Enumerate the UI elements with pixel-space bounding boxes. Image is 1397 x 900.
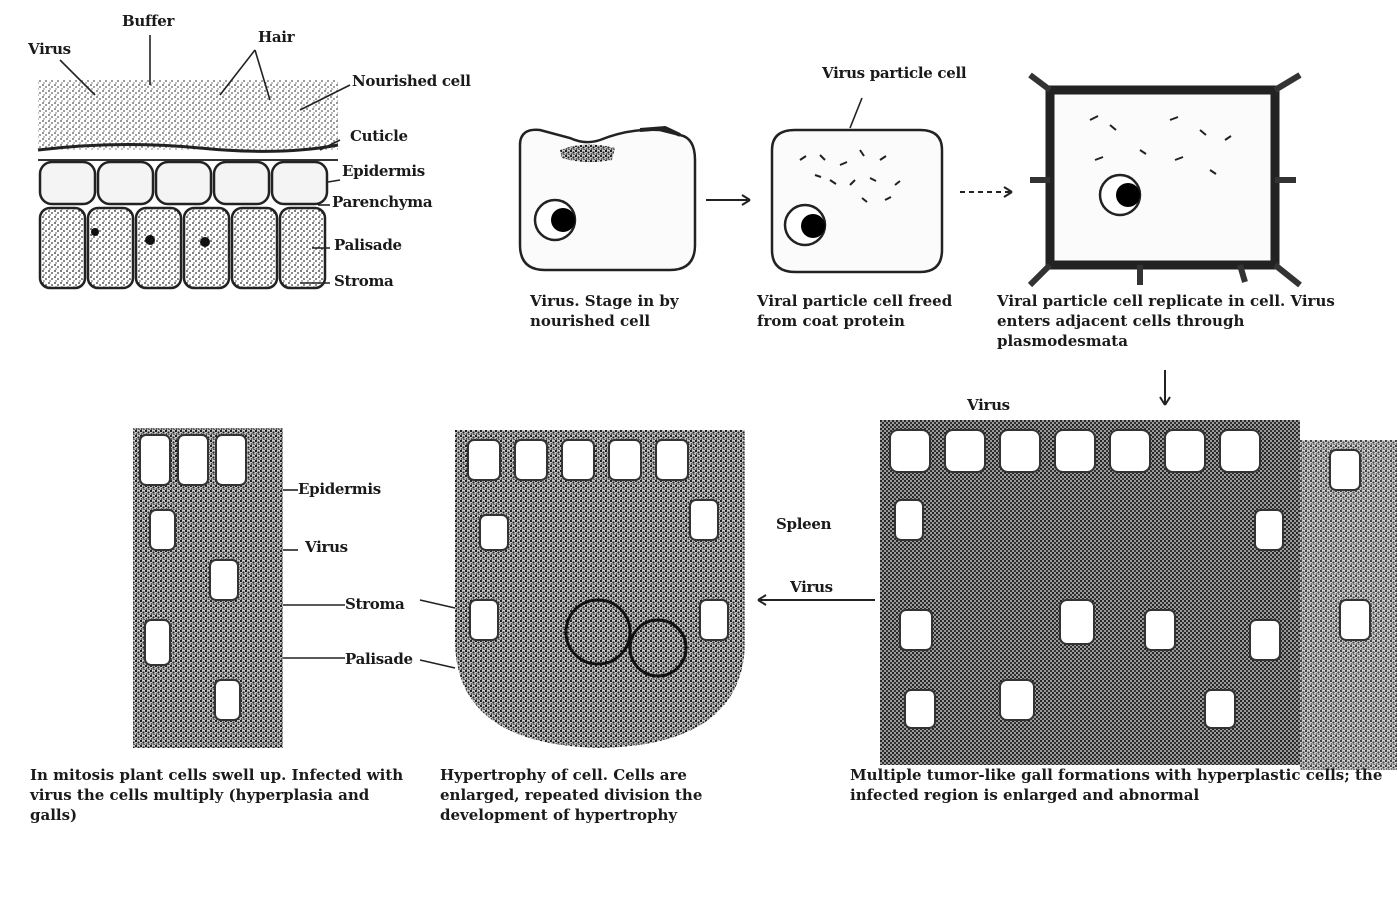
- label-cuticle: Cuticle: [350, 127, 408, 145]
- label-palisade: Palisade: [334, 236, 402, 254]
- hyperplasia-cells: [133, 428, 345, 748]
- arrow-2: [960, 187, 1012, 197]
- cell-stage-3: [1030, 75, 1300, 405]
- label-bottom-left-2: Virus: [305, 538, 348, 556]
- arrow-1: [706, 195, 750, 205]
- label-buffer: Buffer: [122, 12, 174, 30]
- label-parenchyma: Parenchyma: [332, 193, 432, 211]
- caption-bottom-3: Multiple tumor-like gall formations with…: [850, 765, 1390, 805]
- label-bottom-left-3: Stroma: [345, 595, 404, 613]
- caption-stage-1: Virus. Stage in by nourished cell: [530, 291, 735, 331]
- label-mid-1: Spleen: [776, 515, 831, 533]
- label-virus-bottom: Virus: [967, 396, 1010, 414]
- label-virus: Virus: [28, 40, 71, 58]
- label-nourished-cell: Nourished cell: [352, 72, 471, 90]
- label-stroma: Stroma: [334, 272, 393, 290]
- label-bottom-left-1: Epidermis: [298, 480, 381, 498]
- gall-tissue: [880, 420, 1397, 770]
- arrow-3: [758, 595, 875, 605]
- leaf-cross-section: [38, 35, 350, 288]
- label-hair: Hair: [258, 28, 294, 46]
- label-bottom-left-4: Palisade: [345, 650, 413, 668]
- label-mid-2: Virus: [790, 578, 833, 596]
- caption-bottom-1: In mitosis plant cells swell up. Infecte…: [30, 765, 415, 825]
- caption-bottom-2: Hypertrophy of cell. Cells are enlarged,…: [440, 765, 745, 825]
- cell-stage-2: [772, 98, 942, 272]
- label-epidermis: Epidermis: [342, 162, 425, 180]
- caption-stage-3: Viral particle cell replicate in cell. V…: [997, 291, 1367, 351]
- cell-stage-1: [520, 128, 695, 270]
- caption-stage-2: Viral particle cell freed from coat prot…: [757, 291, 967, 331]
- hypertrophy-cells: [420, 430, 745, 748]
- label-viral-particles: Virus particle cell: [822, 64, 966, 82]
